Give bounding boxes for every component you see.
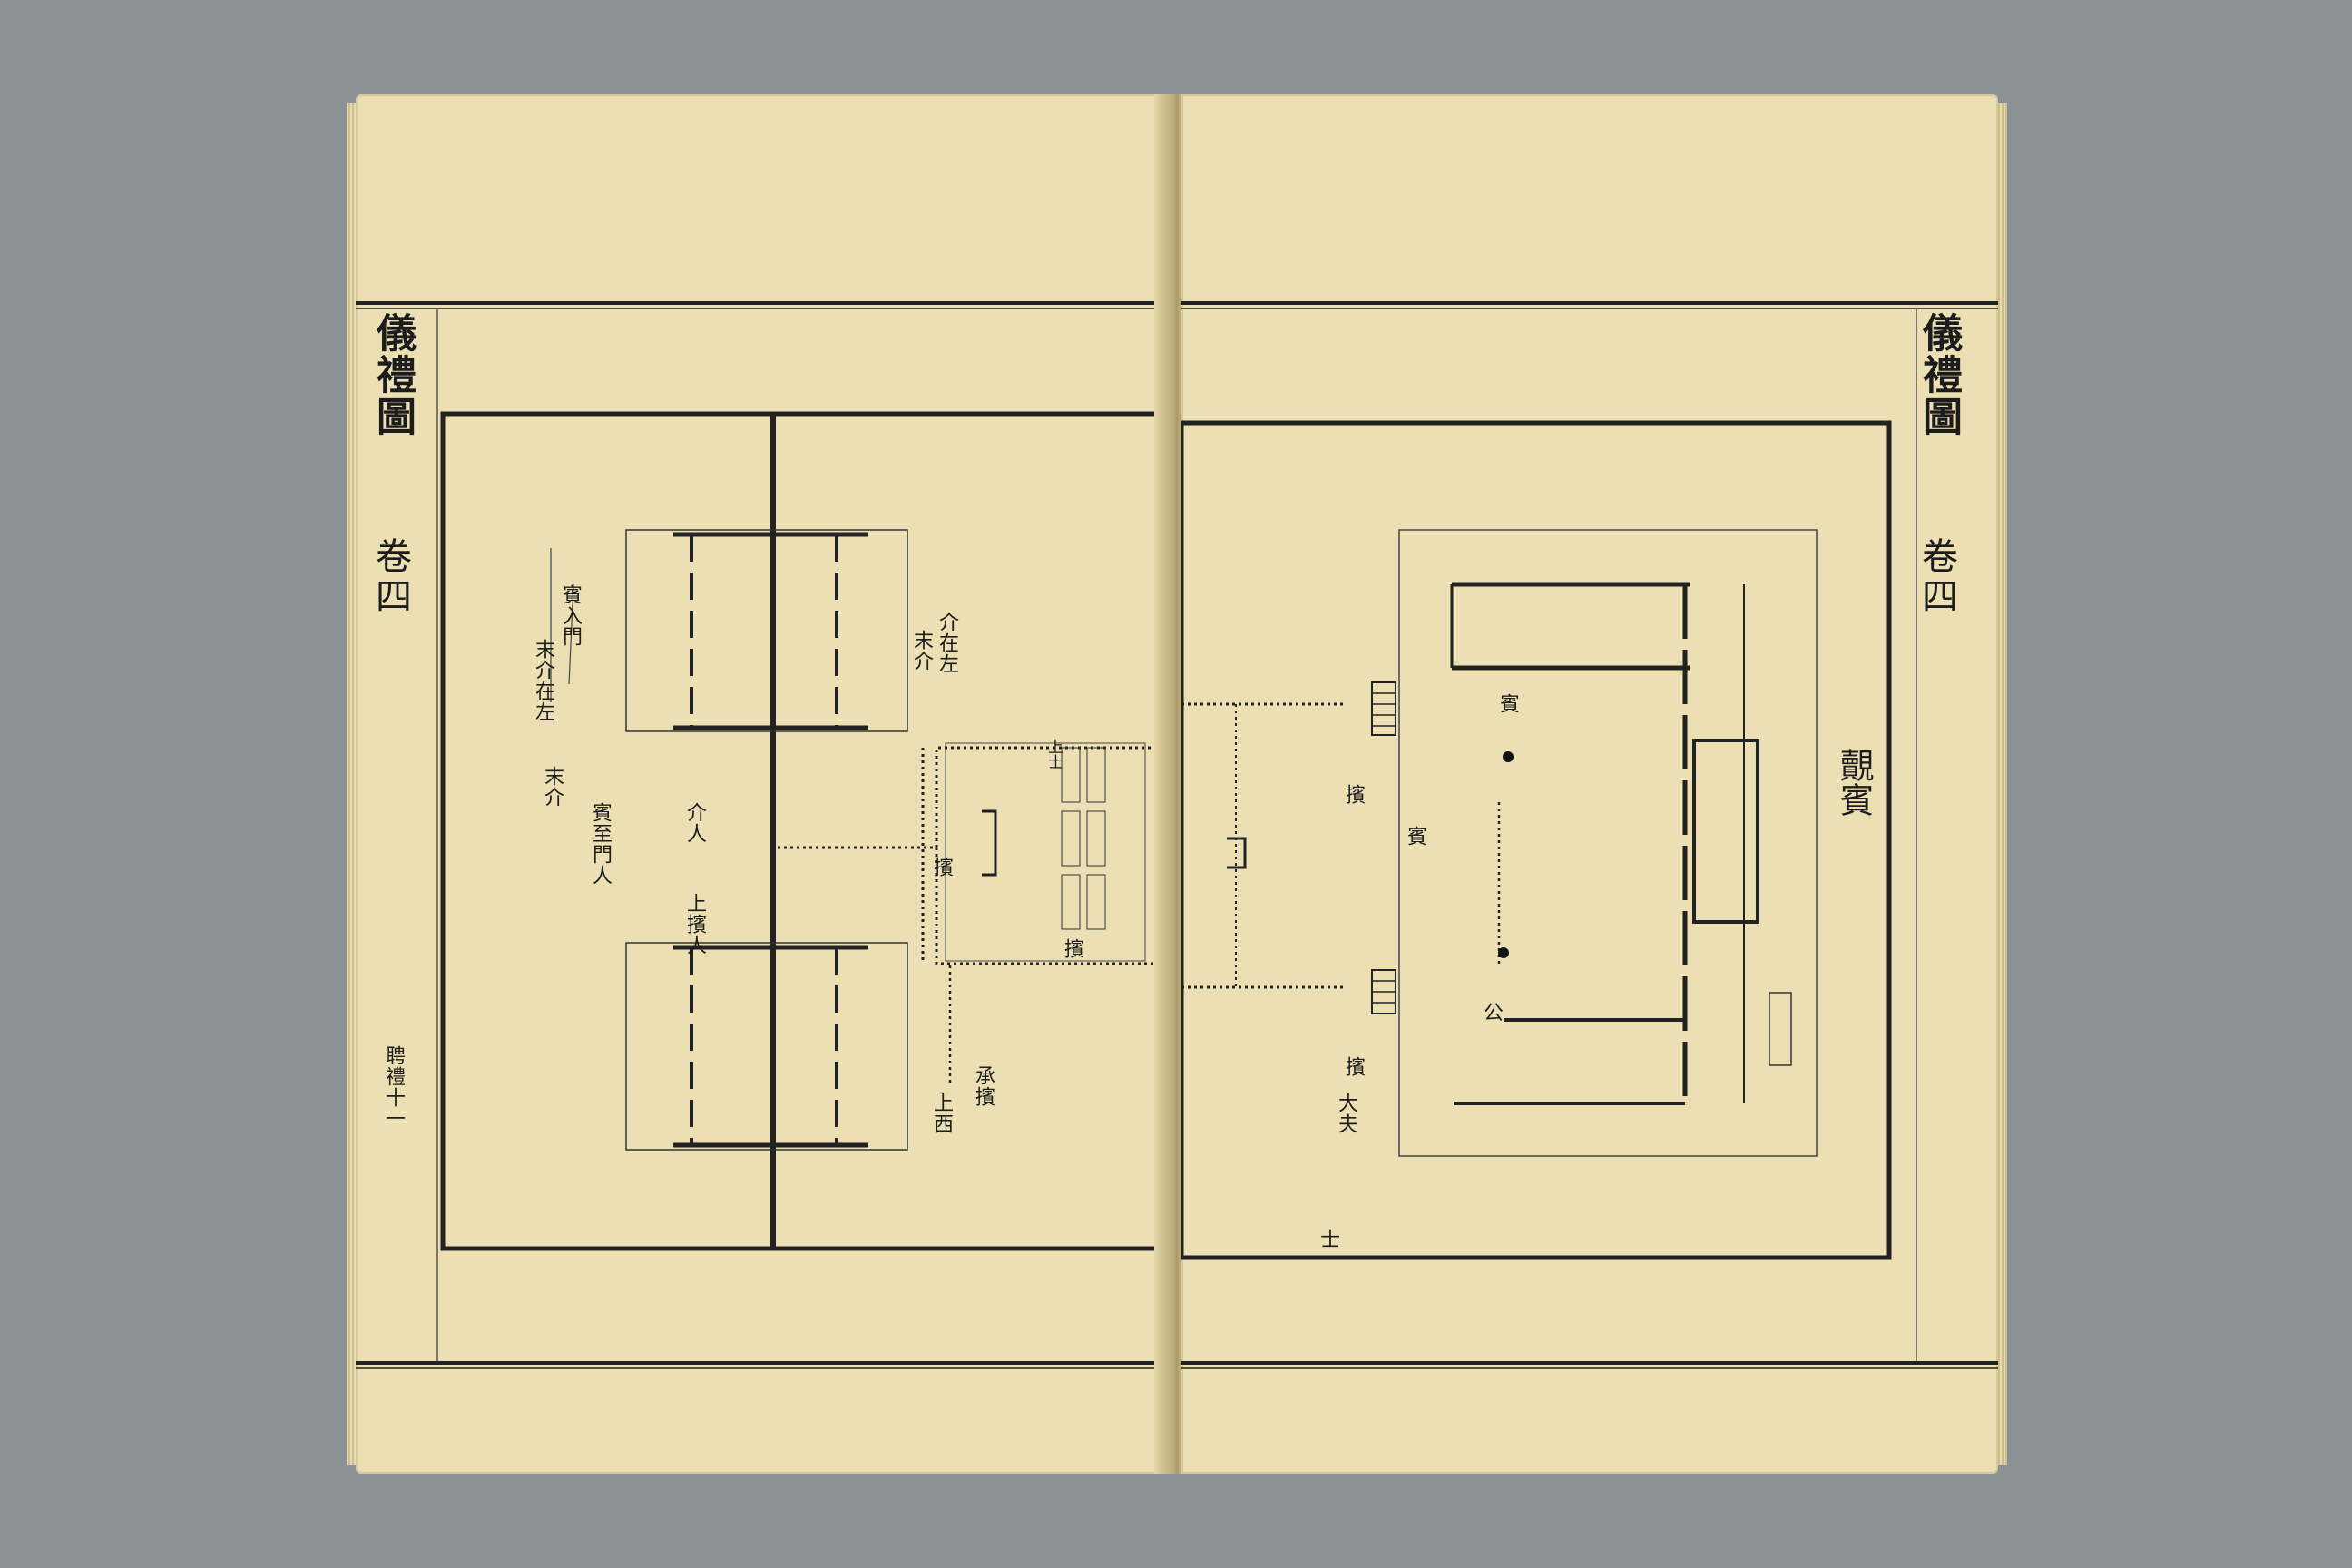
label-k: 擯 (930, 857, 953, 877)
right-page: 儀禮圖 卷四 覿賓 賓 賓 公 大夫 擯 擯 士 (1181, 94, 1998, 1474)
label-l: 擯 (1061, 938, 1083, 959)
right-label-c: 公 (1480, 1002, 1503, 1023)
right-label-e: 擯 (1342, 784, 1365, 805)
label-g: 賓至門人 (589, 802, 612, 886)
label-d: 末介 (910, 630, 933, 671)
open-book: 儀禮圖 卷四 聘禮十一 賓入門 末介在左 介在左 末介 末介 介人 賓至門人 上… (347, 94, 2007, 1474)
right-page-diagram (1181, 301, 1998, 1369)
label-h: 上擯人 (683, 893, 706, 956)
right-label-d: 大夫 (1335, 1093, 1357, 1134)
left-folio-marker: 聘禮十一 (382, 1045, 405, 1129)
label-m: 上士 (1044, 739, 1063, 769)
label-f: 介人 (683, 802, 706, 844)
right-label-b: 賓 (1496, 693, 1519, 714)
right-book-title: 儀禮圖 (1916, 312, 1962, 437)
left-page: 儀禮圖 卷四 聘禮十一 賓入門 末介在左 介在左 末介 末介 介人 賓至門人 上… (356, 94, 1172, 1474)
right-volume-number: 卷四 (1916, 537, 1957, 617)
right-label-g: 士 (1317, 1229, 1339, 1250)
label-e: 末介 (541, 766, 564, 808)
left-book-title: 儀禮圖 (369, 312, 416, 437)
label-b: 末介在左 (532, 639, 554, 722)
left-page-diagram (356, 301, 1172, 1369)
label-j: 上西 (930, 1093, 953, 1134)
label-a: 賓入門 (559, 584, 582, 647)
left-volume-number: 卷四 (369, 537, 411, 617)
right-label-f: 擯 (1342, 1056, 1365, 1077)
right-diagram-heading: 覿賓 (1834, 748, 1874, 817)
right-label-a: 賓 (1404, 826, 1426, 847)
label-c: 介在左 (936, 612, 958, 674)
label-i: 承擯 (972, 1065, 995, 1107)
